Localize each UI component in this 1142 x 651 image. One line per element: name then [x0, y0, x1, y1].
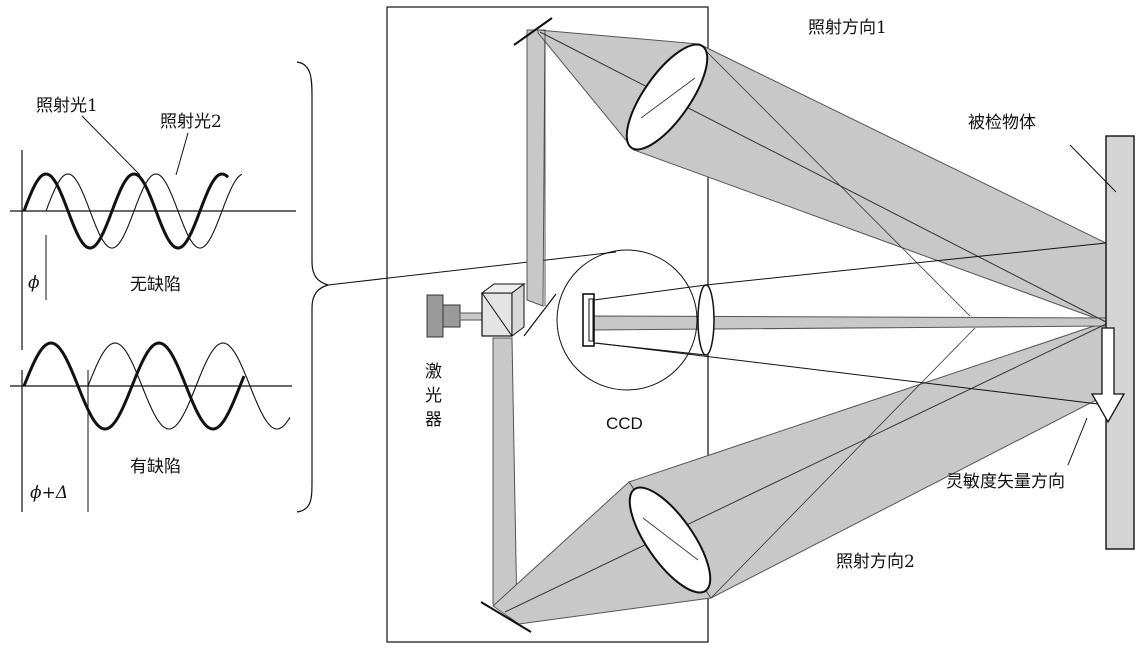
beam-paths [492, 29, 1107, 625]
ray-top-center [539, 31, 1107, 323]
lens-2 [628, 486, 712, 594]
ccd-camera: CCD [556, 242, 1107, 433]
beam-splitter-to-bottom-mirror [492, 337, 518, 618]
beam-splitter-diagonal [481, 292, 513, 337]
label-laser-char-2: 光 [425, 386, 442, 406]
ccd-reflection-line-top [705, 242, 1107, 286]
wave-illumination-1-no-defect [22, 172, 230, 250]
brace-pointer-line [327, 251, 617, 286]
wave-illumination-1-with-defect [22, 341, 246, 431]
lens-1 [625, 43, 709, 151]
beam-splitter-side-face [511, 283, 525, 337]
laser-body [426, 294, 444, 338]
ccd-reflection-line [595, 342, 1099, 405]
leader-sensitivity [1067, 417, 1088, 466]
label-inspected-object: 被检物体 [968, 113, 1036, 133]
curly-brace [296, 61, 331, 513]
label-illumination-light-1: 照射光1 [36, 96, 98, 116]
ray-cross-lower [710, 327, 976, 599]
leader-light2 [175, 132, 189, 176]
leader-light1 [81, 115, 141, 176]
mirror-bottom [480, 601, 532, 633]
ccd-view-cone-top [593, 284, 707, 301]
ccd-sensor-inner [588, 298, 594, 342]
laser-beam-out [459, 312, 483, 321]
label-phase-phi-delta: ϕ+Δ [30, 483, 68, 503]
label-illumination-light-2: 照射光2 [160, 112, 222, 132]
beam-ccd-axis [593, 315, 1107, 331]
label-no-defect: 无缺陷 [130, 275, 181, 295]
beam-splitter-to-top-mirror [526, 29, 546, 307]
ray-cross-upper [698, 43, 971, 317]
mirror-top [513, 17, 553, 46]
lens-1-center-ray [640, 77, 696, 119]
label-illumination-direction-1: 照射方向1 [808, 18, 887, 38]
ccd-lens [697, 284, 715, 356]
label-illumination-direction-2: 照射方向2 [836, 552, 915, 572]
ray-bottom-center [504, 323, 1107, 613]
laser-source [426, 294, 483, 338]
waveform-panel: 照射光1 照射光2 ϕ 无缺陷 有缺陷 ϕ+Δ [10, 96, 296, 512]
label-sensitivity-vector-direction: 灵敏度矢量方向 [946, 472, 1065, 492]
sensitivity-vector: 灵敏度矢量方向 [946, 327, 1126, 492]
leader-object [1069, 144, 1117, 193]
label-laser-char-1: 激 [425, 362, 442, 382]
laser-nozzle [442, 304, 461, 328]
beam-fold-line [523, 293, 557, 337]
label-ccd: CCD [606, 414, 643, 433]
wave-illumination-2-with-defect [87, 342, 291, 430]
wave-illumination-2-no-defect [45, 173, 243, 249]
label-phase-phi: ϕ [28, 273, 40, 293]
ccd-region-circle [556, 249, 698, 391]
label-laser-char-3: 器 [425, 410, 442, 430]
beam-lens1-to-object [633, 43, 1107, 323]
label-has-defect: 有缺陷 [130, 457, 181, 477]
sensitivity-arrow-icon [1090, 327, 1126, 424]
lens-2-center-ray [642, 517, 699, 561]
beam-splitter [480, 283, 557, 337]
